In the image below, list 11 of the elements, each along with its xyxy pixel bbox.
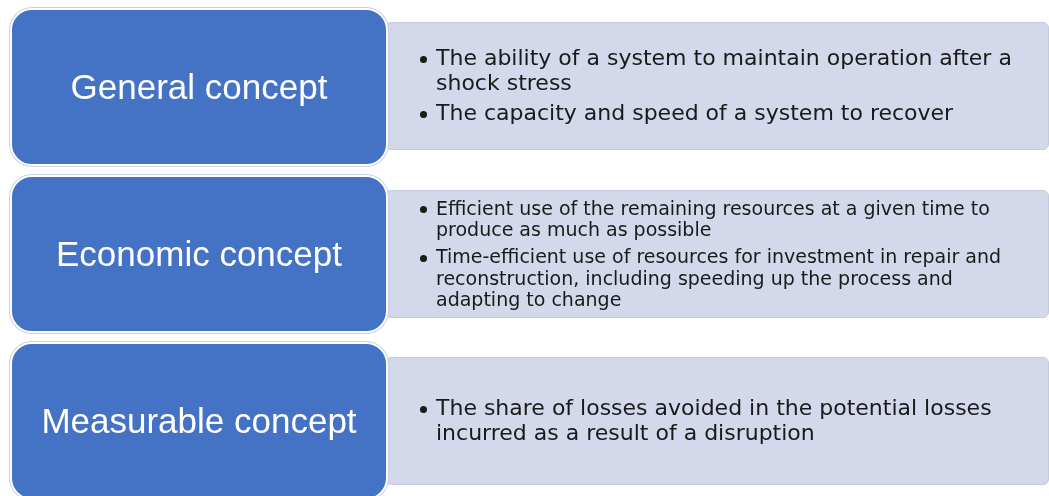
concept-box xyxy=(10,175,388,333)
bullet-text: Time-efficient use of resources for investment in repair and reconstruction, including speeding up the process and adapting to change xyxy=(436,245,1002,310)
concept-box xyxy=(10,342,388,496)
concept-title: Economic concept xyxy=(56,233,342,275)
bullet-text: The share of losses avoided in the potential losses incurred as a result of a disruption xyxy=(436,395,992,445)
concept-box xyxy=(10,8,388,166)
bullet-text: The capacity and speed of a system to recover xyxy=(436,100,954,126)
concept-title: General concept xyxy=(70,66,328,108)
concept-title: Measurable concept xyxy=(41,400,357,442)
bullet-text: Efficient use of the remaining resources at a given time to produce as much as possible xyxy=(436,196,990,241)
bullet-text: The ability of a system to maintain operation after a shock stress xyxy=(436,45,1012,95)
